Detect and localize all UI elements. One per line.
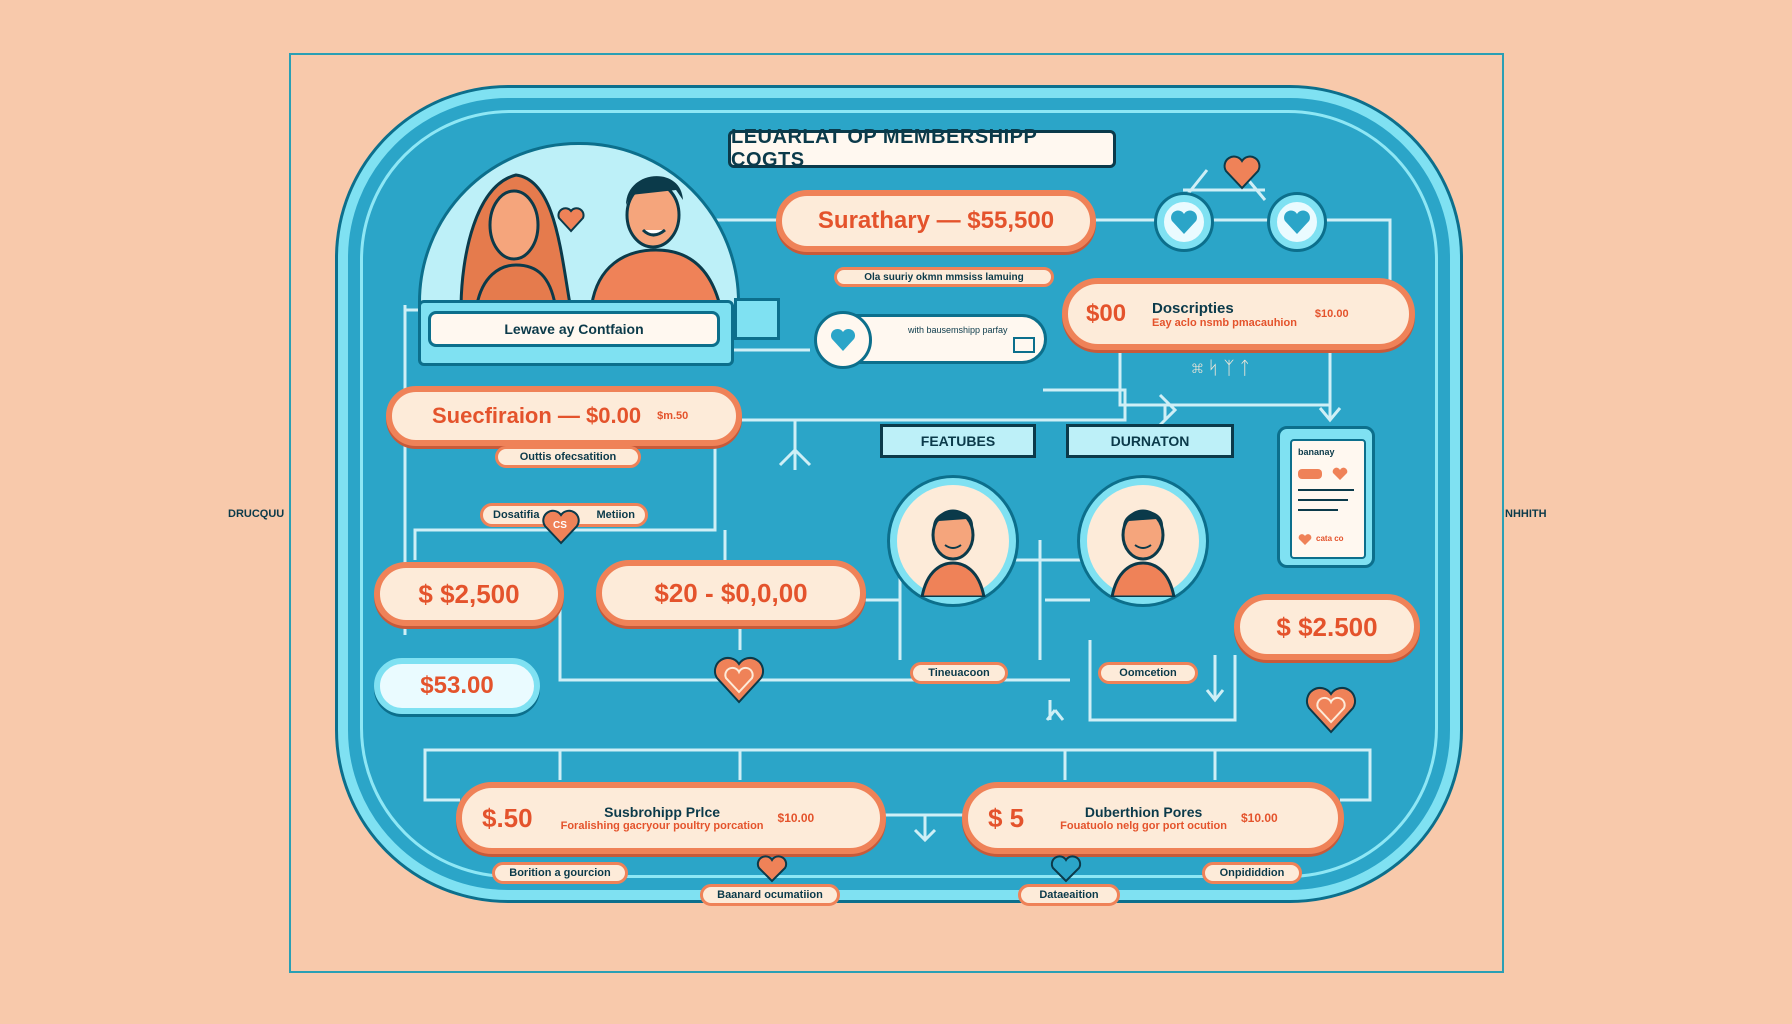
- descriptions-scribble: ⌘ ᛋ ᛉ ᛏ: [1192, 358, 1251, 378]
- toggle-knob: [814, 311, 872, 369]
- board-inner-rim: [360, 110, 1438, 878]
- descriptions-pill[interactable]: $00 Doscripties Eay aclo nsmb pmacauhion…: [1062, 278, 1415, 350]
- couple-caption: Lewave ay Contfaion: [428, 311, 720, 347]
- price-pill-c[interactable]: $53.00: [374, 658, 540, 714]
- outer-frame: [289, 53, 1504, 973]
- banner-connector: [734, 298, 780, 340]
- heart-icon: [1298, 533, 1312, 551]
- toggle-box: [1013, 337, 1035, 353]
- features-person-avatar: [890, 478, 1016, 604]
- heart-icon: [830, 328, 856, 351]
- card-line: [1298, 509, 1338, 511]
- price-pill-d[interactable]: $ $2.500: [1234, 594, 1420, 660]
- features-person-tag: Tineuacoon: [910, 662, 1008, 684]
- bottom-tag-1: Borition a gourcion: [492, 862, 628, 884]
- heart-node-left: [1157, 195, 1211, 249]
- subscription-pill[interactable]: Suecfiraion — $0.00 $m.50: [386, 386, 742, 446]
- bottom-left-pill[interactable]: $.50 Susbrohipp Prlce Foralishing gacryo…: [456, 782, 886, 854]
- bottom-right-value: $ 5: [988, 802, 1025, 833]
- heart-icon: [1222, 153, 1262, 196]
- duration-ribbon: DURNATON: [1066, 424, 1234, 458]
- bottom-left-title: Susbrohipp Prlce: [604, 804, 721, 820]
- left-side-label: DRUCQUU: [228, 508, 285, 520]
- heart-icon: [1304, 684, 1358, 741]
- descriptions-left-value: $00: [1086, 300, 1127, 327]
- person-figure: [920, 509, 986, 599]
- subscription-right-value: $m.50: [657, 410, 689, 422]
- bottom-right-title: Duberthion Pores: [1084, 804, 1203, 820]
- heart-node-right: [1270, 195, 1324, 249]
- bottom-tag-4: Onpididdion: [1202, 862, 1302, 884]
- toggle-caption: with bausemshipp parfay: [908, 325, 1008, 335]
- person-figure: [1110, 509, 1176, 599]
- card-line: [1298, 489, 1354, 491]
- card-line: [1298, 499, 1348, 501]
- heart-icon: [1171, 210, 1197, 234]
- bottom-right-right-value: $10.00: [1240, 811, 1278, 825]
- descriptions-subtitle: Eay aclo nsmb pmacauhion: [1152, 316, 1297, 329]
- price-pill-b[interactable]: $20 - $0,0,00: [596, 560, 866, 626]
- heart-icon: [556, 205, 586, 238]
- card-sheet: bananay cata co: [1290, 439, 1366, 559]
- duration-person-tag: Oomcetion: [1098, 662, 1198, 684]
- price-pill-a[interactable]: $ $2,500: [374, 562, 564, 626]
- right-side-label: NHHITH: [1505, 508, 1547, 520]
- bottom-left-right-value: $10.00: [777, 811, 815, 825]
- bottom-left-subtitle: Foralishing gacryour poultry porcation: [560, 820, 764, 832]
- descriptions-right-value: $10.00: [1314, 308, 1349, 320]
- subscription-tag: Outtis ofecsatition: [495, 446, 641, 468]
- bottom-right-pill[interactable]: $ 5 Duberthion Pores Fouatuolo nelg gor …: [962, 782, 1344, 854]
- heart-icon: CS: [542, 508, 580, 546]
- bottom-right-subtitle: Fouatuolo nelg gor port ocution: [1060, 820, 1227, 832]
- couple-figures: [459, 173, 722, 305]
- card-chip: [1298, 469, 1322, 479]
- subscription-label: Suecfiraion — $0.00: [432, 403, 642, 428]
- heart-icon: [756, 854, 788, 889]
- duration-person-avatar: [1080, 478, 1206, 604]
- top-price-tag: Ola suuriy okmn mmsiss lamuing: [834, 267, 1054, 287]
- bottom-left-value: $.50: [482, 802, 533, 833]
- top-price-pill[interactable]: Surathary — $55,500: [776, 190, 1096, 252]
- small-tag-left: Dosatifia: [493, 509, 540, 521]
- bottom-tag-3: Dataeaition: [1018, 884, 1120, 906]
- membership-card[interactable]: bananay cata co: [1277, 426, 1375, 568]
- card-header: bananay: [1298, 447, 1335, 457]
- membership-toggle[interactable]: with bausemshipp parfay: [814, 311, 1047, 369]
- bottom-tag-2: Baanard ocumatiion: [700, 884, 840, 906]
- page-title: LEUARLAT OP MEMBERSHIPP COGTS: [728, 126, 1116, 171]
- heart-icon: [1050, 854, 1082, 889]
- heart-icon: [1332, 467, 1348, 486]
- couple-illustration: [418, 142, 740, 308]
- heart-icon: [1284, 210, 1310, 234]
- small-tag-heart-text: CS: [553, 520, 567, 531]
- small-tag-right: Metiion: [596, 509, 636, 521]
- heart-icon: [712, 654, 766, 711]
- descriptions-title: Doscripties: [1152, 299, 1234, 317]
- features-ribbon: FEATUBES: [880, 424, 1036, 458]
- card-footer: cata co: [1316, 534, 1344, 543]
